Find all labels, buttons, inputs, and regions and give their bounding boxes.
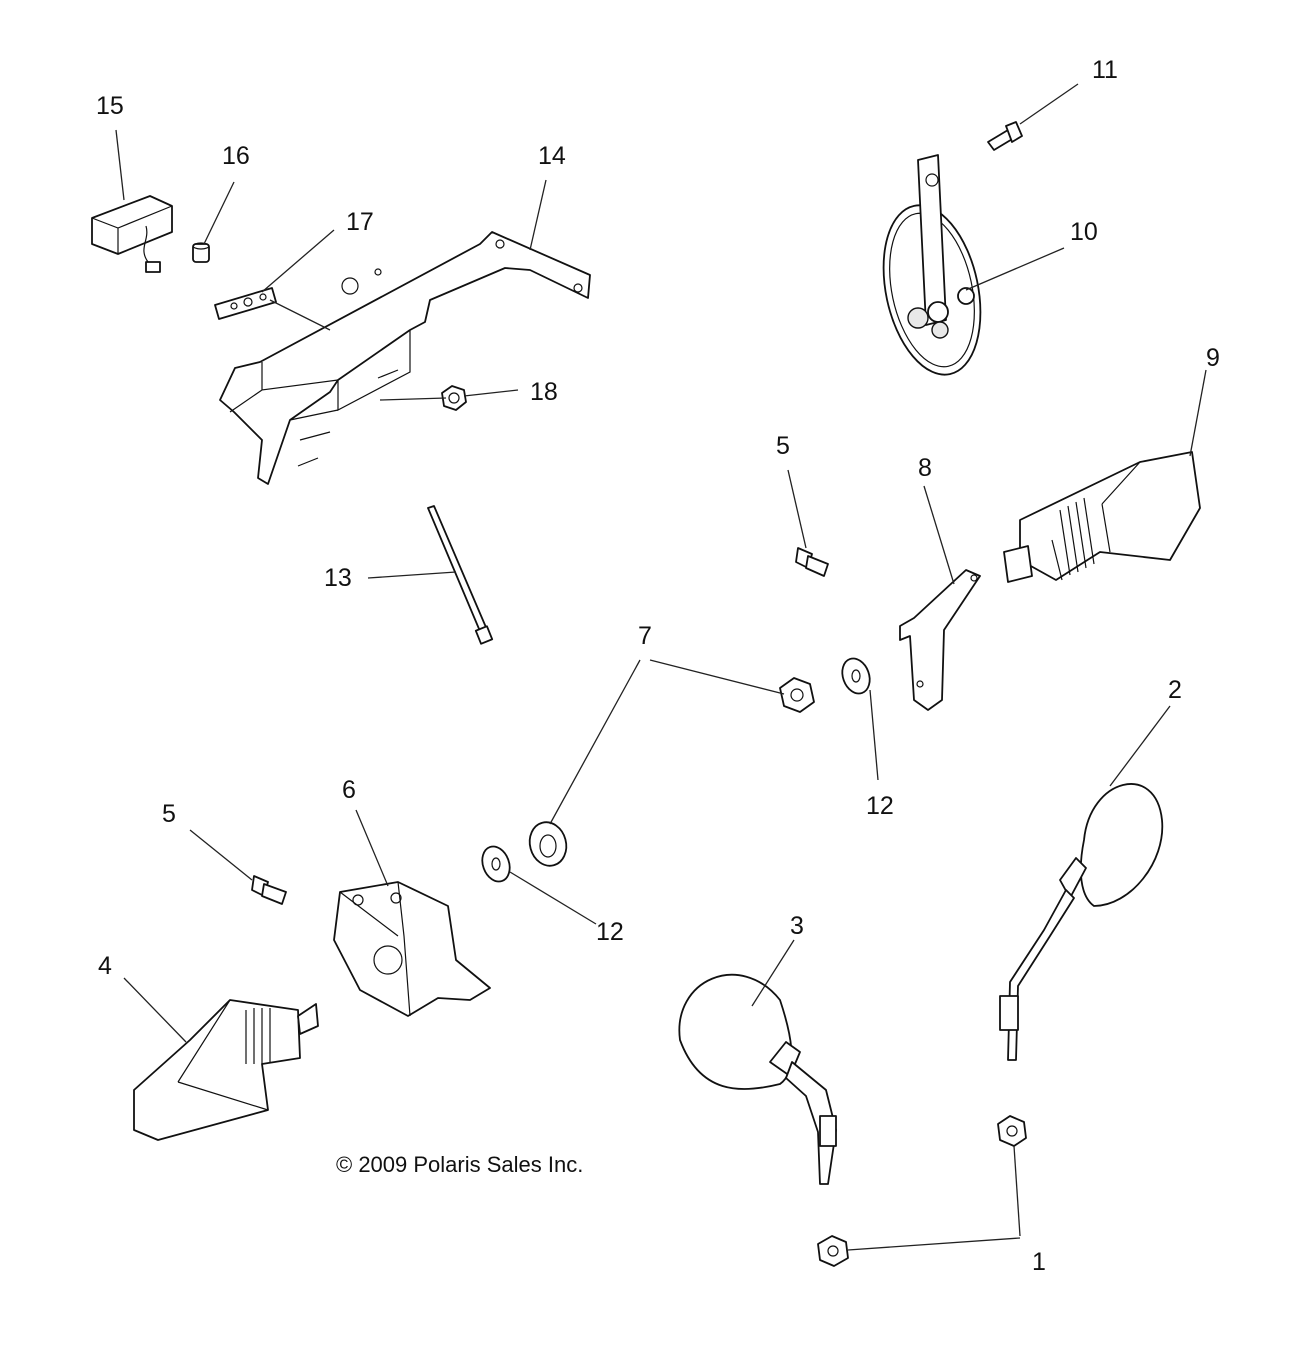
callout-12-lower: 12 — [596, 918, 624, 946]
part-13-bolt — [427, 505, 494, 645]
callout-13: 13 — [324, 564, 352, 592]
callout-12-upper: 12 — [866, 792, 894, 820]
part-18-nut — [441, 385, 467, 411]
part-16-spacer — [192, 242, 210, 263]
part-10-horn — [882, 154, 982, 376]
callout-9: 9 — [1206, 344, 1220, 372]
callout-10: 10 — [1070, 218, 1098, 246]
callout-3: 3 — [790, 912, 804, 940]
part-4-turn-signal — [133, 999, 319, 1141]
callout-11: 11 — [1092, 56, 1118, 84]
callout-labels: 15 16 14 17 18 11 10 9 5 8 13 7 2 12 5 6… — [96, 56, 1220, 1276]
callout-7: 7 — [638, 622, 652, 650]
callout-5-upper: 5 — [776, 432, 790, 460]
leader-lines — [115, 83, 1207, 1251]
callout-2: 2 — [1168, 676, 1182, 704]
part-17-plate — [214, 287, 277, 320]
callout-8: 8 — [918, 454, 932, 482]
part-8-bracket — [899, 569, 981, 711]
part-3-mirror — [678, 973, 837, 1185]
callout-6: 6 — [342, 776, 356, 804]
callout-14: 14 — [538, 142, 566, 170]
copyright-notice: © 2009 Polaris Sales Inc. — [336, 1152, 583, 1177]
part-7-nut-upper — [779, 677, 815, 713]
part-15-module — [91, 195, 173, 273]
part-6-bracket — [333, 881, 491, 1017]
part-14-bracket — [219, 231, 591, 485]
callout-1: 1 — [1032, 1248, 1046, 1276]
part-7-nut-lower — [528, 821, 568, 867]
part-5-screw-lower — [251, 875, 287, 905]
part-2-mirror — [999, 783, 1164, 1061]
part-1-nuts — [817, 1115, 1027, 1267]
callout-15: 15 — [96, 92, 124, 120]
callout-17: 17 — [346, 208, 374, 236]
part-9-turn-signal — [1003, 451, 1201, 583]
callout-4: 4 — [98, 952, 112, 980]
callout-5-lower: 5 — [162, 800, 176, 828]
part-5-screw-upper — [795, 547, 829, 577]
part-11-bolt — [987, 121, 1023, 151]
callout-16: 16 — [222, 142, 250, 170]
part-12-washer-lower — [481, 845, 511, 883]
part-12-washer-upper — [841, 657, 871, 695]
callout-18: 18 — [530, 378, 558, 406]
